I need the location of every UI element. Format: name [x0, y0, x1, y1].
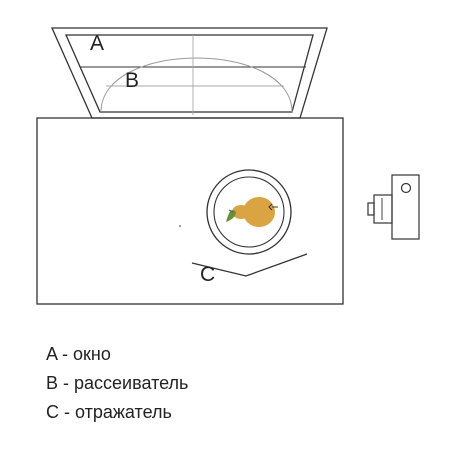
- legend-item-reflector: C - отражатель: [46, 402, 172, 422]
- pear-icon: [226, 197, 275, 227]
- reflector: [191, 253, 308, 277]
- label-c: C: [200, 263, 215, 286]
- camera-icon: [367, 174, 420, 240]
- pointer-arrow: [268, 203, 278, 211]
- legend: A - окно B - рассеиватель C - отражатель: [46, 340, 188, 427]
- label-a: A: [90, 32, 104, 55]
- legend-item-diffuser: B - рассеиватель: [46, 373, 189, 393]
- light-box: [36, 117, 344, 305]
- legend-item-window: A - окно: [46, 344, 111, 364]
- subject-holder: [206, 169, 292, 255]
- diffuser-dome: [100, 35, 293, 115]
- label-b: B: [125, 69, 139, 92]
- center-dot: [179, 225, 181, 227]
